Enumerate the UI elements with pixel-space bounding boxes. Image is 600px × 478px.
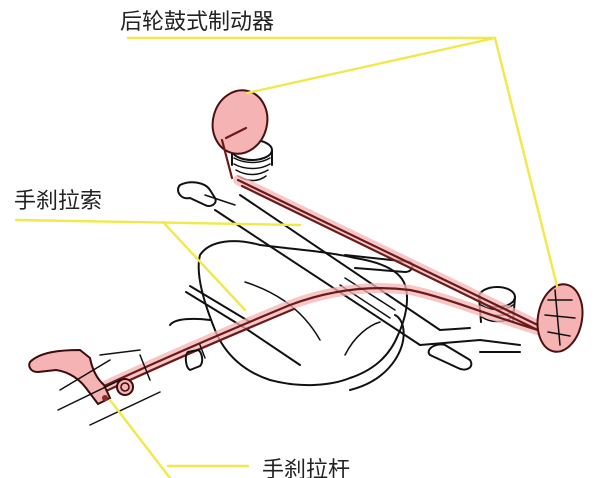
left-drum-brake	[211, 89, 269, 180]
cable-leader-horizontal	[14, 218, 302, 227]
hand-brake-lever	[28, 348, 161, 426]
brake-lever-label: 手刹拉杆	[262, 458, 351, 478]
brake-cable-label: 手刹拉索	[14, 189, 103, 214]
rear-axle	[177, 181, 521, 371]
cable-leader-branch	[161, 220, 247, 312]
rear-drum-brake-label: 后轮鼓式制动器	[120, 10, 275, 35]
drum-brake-leader-left	[245, 36, 497, 95]
lever-leader-diagonal	[108, 398, 172, 478]
fuel-tank	[169, 240, 414, 391]
right-drum-brake	[536, 283, 584, 353]
drum-brake-leader-right	[493, 36, 559, 288]
leader-lines	[14, 36, 559, 478]
